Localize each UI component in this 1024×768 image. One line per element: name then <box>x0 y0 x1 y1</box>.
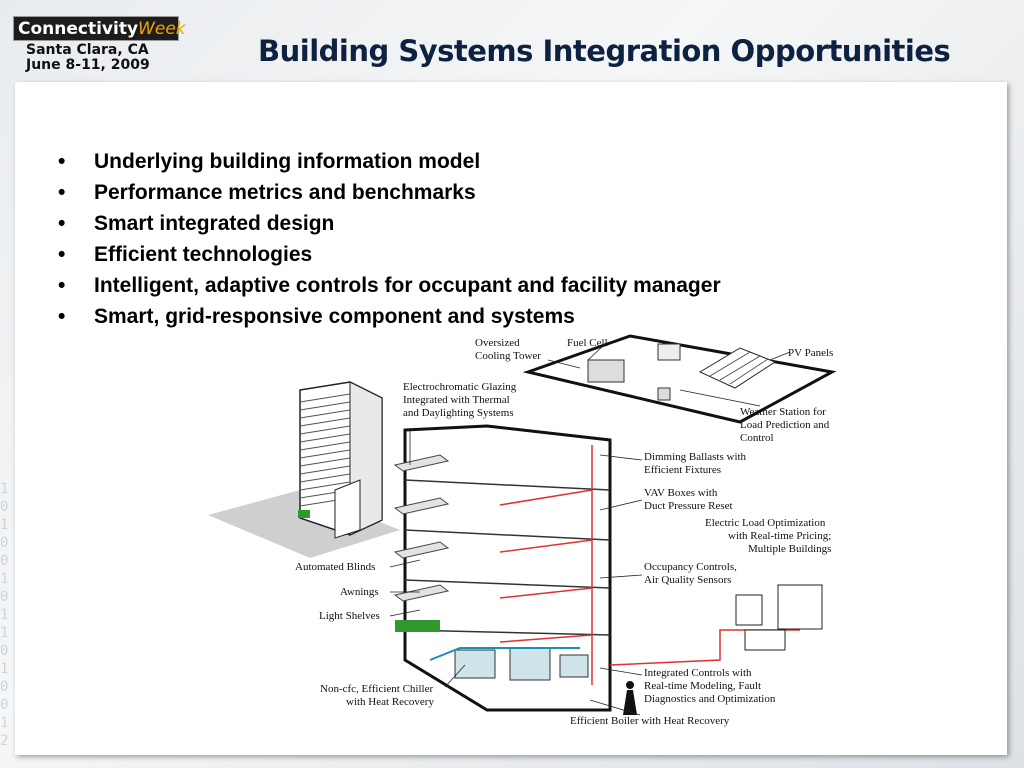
mechanical-equipment <box>454 647 589 681</box>
label-glazing-2: Integrated with Thermal <box>403 394 510 406</box>
label-integrated-controls-3: Diagnostics and Optimization <box>644 693 776 705</box>
bullet-item: Underlying building information model <box>56 146 721 177</box>
label-electric-load-2: with Real-time Pricing; <box>728 530 831 542</box>
event-dates: June 8-11, 2009 <box>26 57 150 73</box>
label-weather-station-2: Load Prediction and <box>740 419 830 431</box>
label-fuel-cell: Fuel Cell <box>567 337 608 349</box>
label-dimming-ballasts: Dimming Ballasts with <box>644 451 747 463</box>
label-chiller-2: with Heat Recovery <box>346 696 434 708</box>
label-integrated-controls: Integrated Controls with <box>644 667 752 679</box>
label-oversized-cooling-tower-2: Cooling Tower <box>475 350 541 362</box>
label-dimming-ballasts-2: Efficient Fixtures <box>644 464 721 476</box>
label-efficient-boiler: Efficient Boiler with Heat Recovery <box>570 715 730 727</box>
ground-shadow <box>208 490 400 558</box>
pv-panels-icon <box>698 347 777 389</box>
bullet-item: Intelligent, adaptive controls for occup… <box>56 270 721 301</box>
label-integrated-controls-2: Real-time Modeling, Fault <box>644 680 761 692</box>
label-electric-load-3: Multiple Buildings <box>748 543 831 555</box>
label-occupancy-controls: Occupancy Controls, <box>644 561 737 573</box>
label-oversized-cooling-tower: Oversized <box>475 337 520 349</box>
chilled-water-pipe <box>429 647 580 661</box>
campus-buildings <box>735 584 823 651</box>
label-glazing: Electrochromatic Glazing <box>403 381 517 393</box>
exterior-shading-devices <box>393 454 450 602</box>
label-weather-station-3: Control <box>740 432 774 444</box>
bullet-item: Efficient technologies <box>56 239 721 270</box>
label-glazing-3: and Daylighting Systems <box>403 407 514 419</box>
bullet-item: Smart, grid-responsive component and sys… <box>56 301 721 332</box>
label-automated-blinds: Automated Blinds <box>295 561 375 573</box>
slide-title: Building Systems Integration Opportuniti… <box>258 34 951 68</box>
event-city: Santa Clara, CA <box>26 42 149 58</box>
label-chiller: Non-cfc, Efficient Chiller <box>320 683 433 695</box>
label-light-shelves: Light Shelves <box>319 610 380 622</box>
label-electric-load: Electric Load Optimization <box>705 517 826 529</box>
hvac-ductwork <box>499 445 593 685</box>
person-icon <box>623 681 637 715</box>
label-awnings: Awnings <box>340 586 379 598</box>
label-vav-boxes: VAV Boxes with <box>644 487 718 499</box>
connectivity-week-logo: ConnectivityWeek <box>13 16 186 41</box>
tower-building <box>298 381 383 539</box>
bullet-list: Underlying building information model Pe… <box>56 146 721 332</box>
main-building <box>393 424 612 712</box>
label-vav-boxes-2: Duct Pressure Reset <box>644 500 733 512</box>
label-weather-station: Weather Station for <box>740 406 826 418</box>
label-occupancy-controls-2: Air Quality Sensors <box>644 574 731 586</box>
label-pv-panels: PV Panels <box>788 347 833 359</box>
bullet-item: Performance metrics and benchmarks <box>56 177 721 208</box>
building-systems-diagram: Oversized Cooling Tower Fuel Cell PV Pan… <box>208 334 837 727</box>
roof-platform <box>522 334 837 424</box>
event-location: Santa Clara, CA June 8-11, 2009 <box>26 43 150 73</box>
bullet-item: Smart integrated design <box>56 208 721 239</box>
